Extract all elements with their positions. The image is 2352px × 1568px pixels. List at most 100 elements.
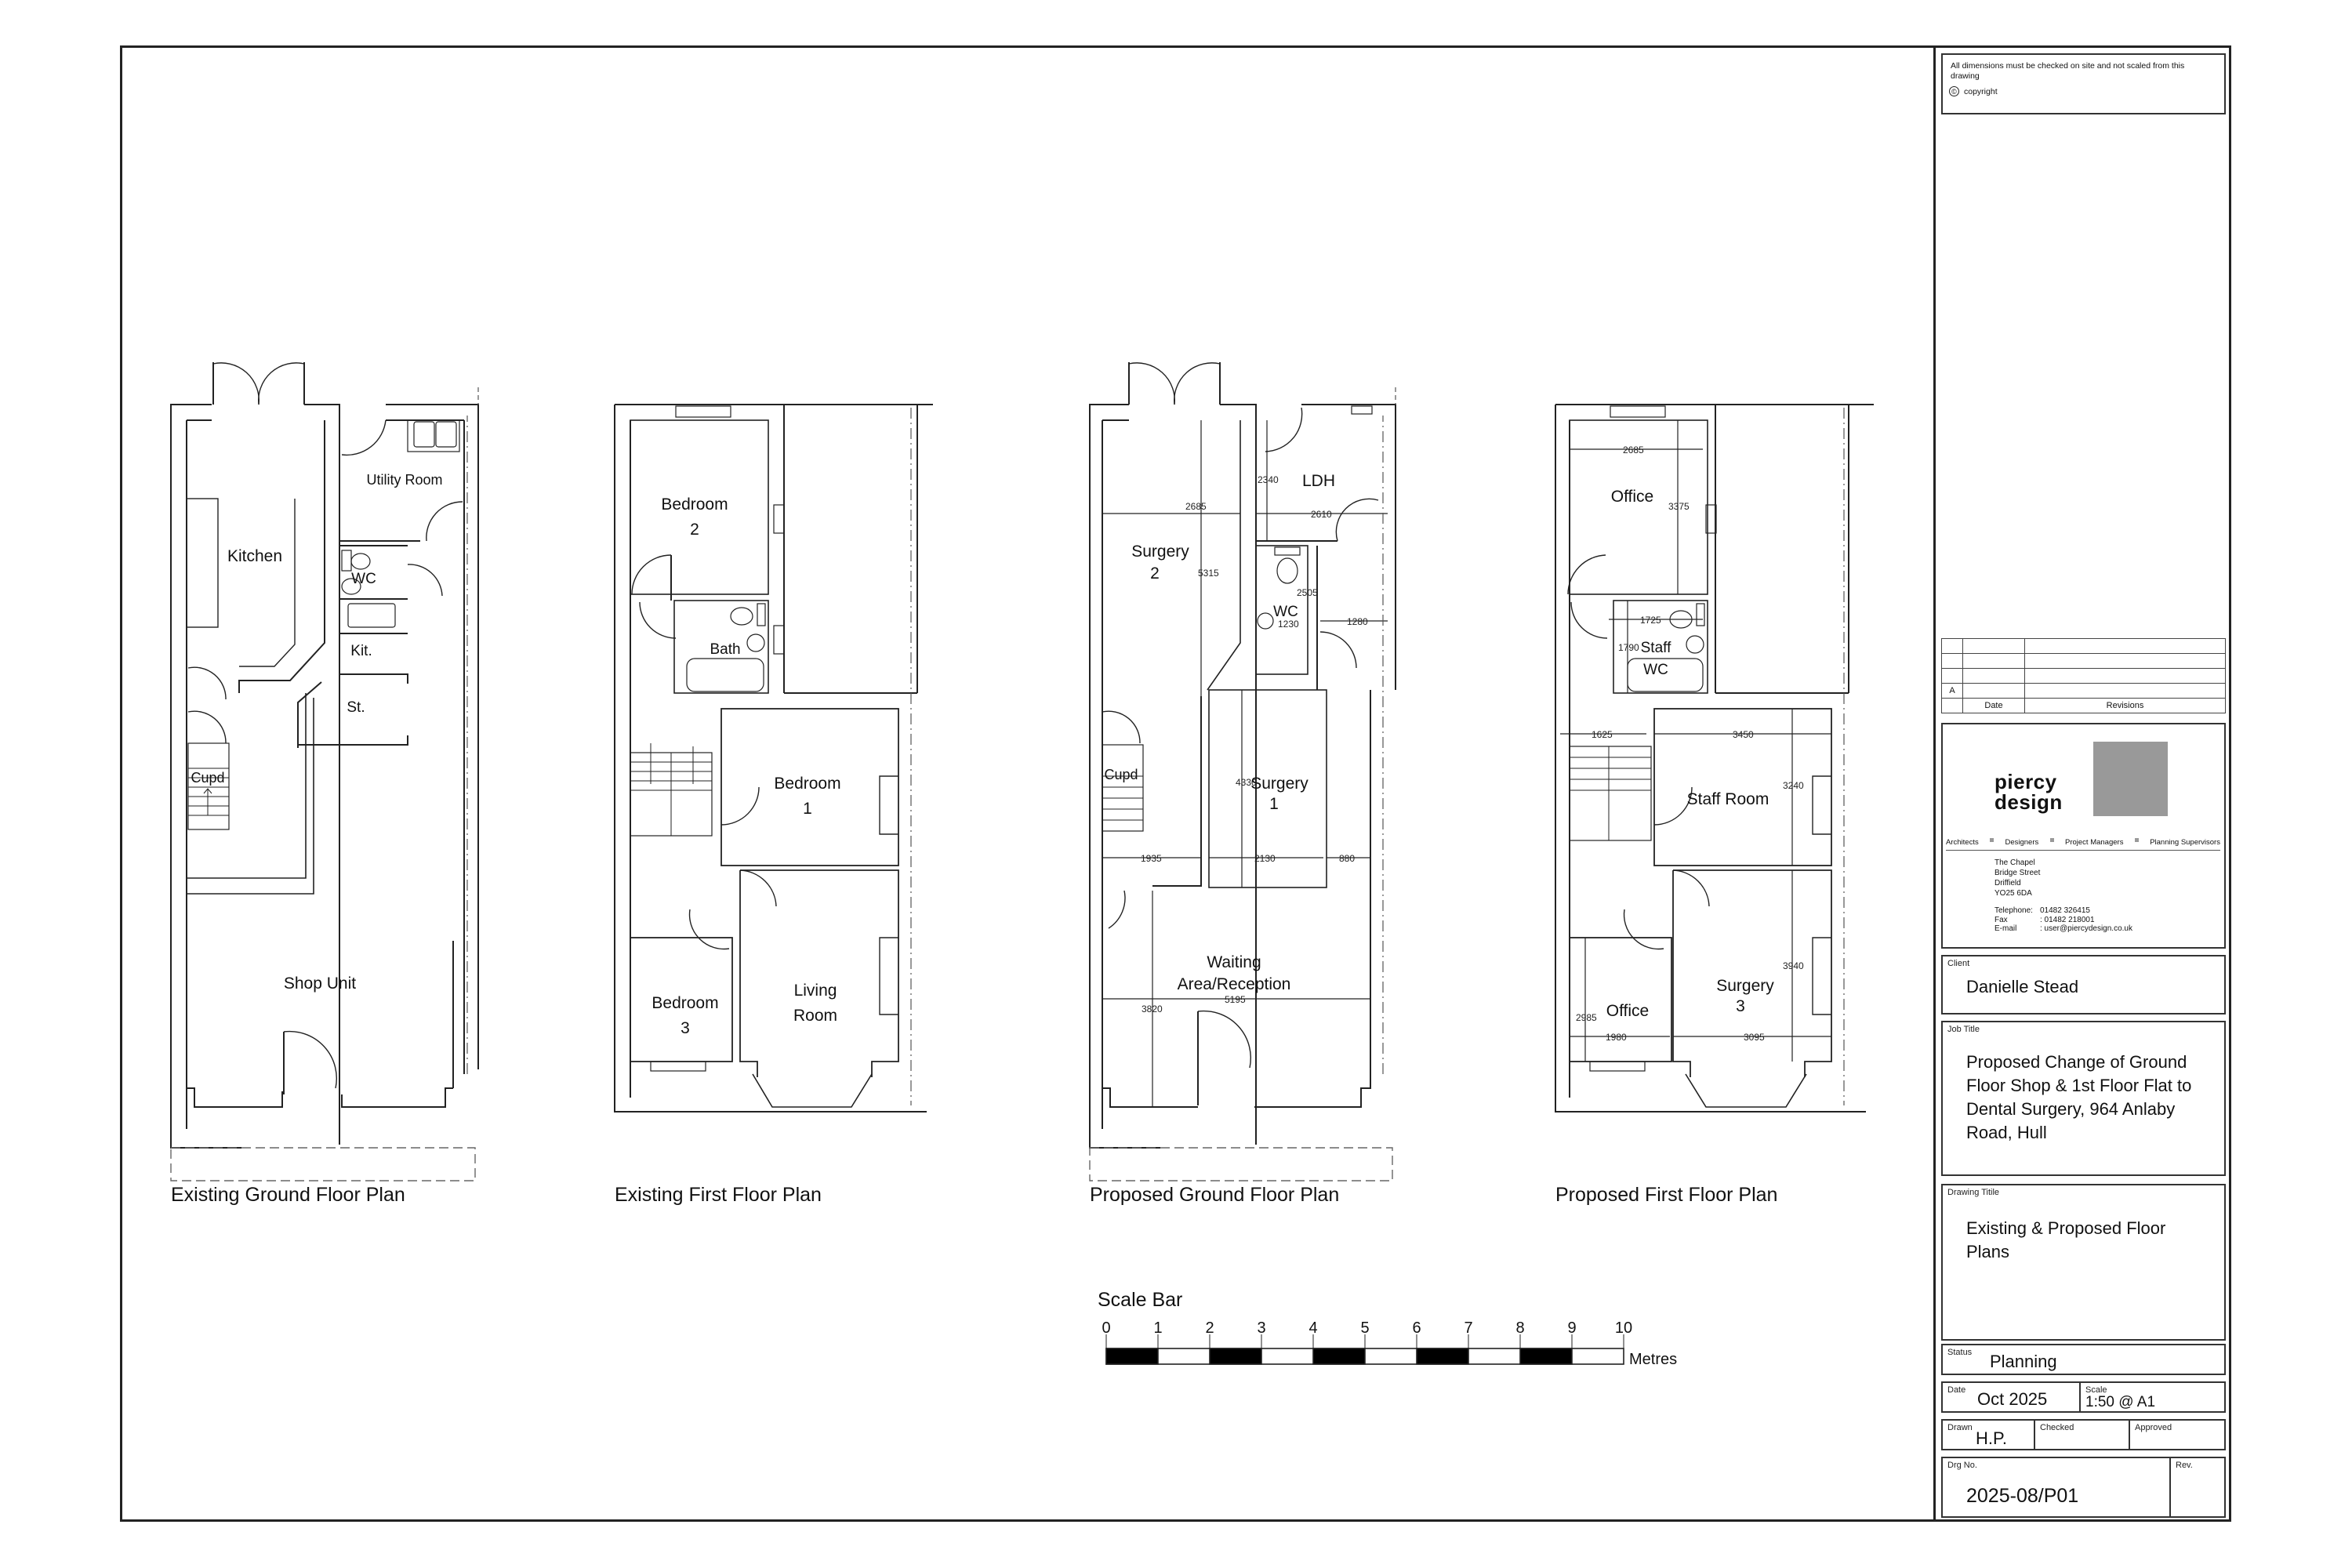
- scale-bar: [1105, 1334, 1624, 1365]
- rev-date-cell: [1962, 638, 2025, 654]
- dim-2685: 2685: [1185, 501, 1207, 512]
- revision-label: Rev.: [2176, 1461, 2193, 1470]
- scale-tick-label: 3: [1257, 1319, 1265, 1337]
- dim-4330: 4330: [1236, 777, 1257, 788]
- address-line: The Chapel: [1994, 858, 2035, 867]
- dim-2985: 2985: [1576, 1012, 1597, 1023]
- dim-880: 880: [1339, 853, 1355, 864]
- dim-2685: 2685: [1623, 445, 1644, 456]
- job-title-label: Job Title: [1947, 1025, 1980, 1034]
- scale-label: Scale: [2085, 1385, 2107, 1395]
- scale-tick-label: 10: [1615, 1319, 1632, 1337]
- scale-bar-labels: 0 1 2 3 4 5 6 7 8 9 10 Metres: [1102, 1319, 1677, 1368]
- bullet-square-icon: [2049, 838, 2054, 842]
- room-label-living-room-2: Room: [793, 1007, 837, 1025]
- room-label-staff-room: Staff Room: [1687, 790, 1769, 808]
- email-label: E-mail: [1994, 924, 2017, 933]
- title-block-divider: [1933, 45, 1936, 1522]
- telephone-label: Telephone:: [1994, 906, 2033, 915]
- scale-unit-label: Metres: [1629, 1351, 1677, 1368]
- plan-title-proposed-ground: Proposed Ground Floor Plan: [1090, 1184, 1340, 1206]
- scale-tick-label: 0: [1102, 1319, 1110, 1337]
- dim-1790: 1790: [1618, 642, 1639, 653]
- existing-first-floor-plan: [614, 404, 933, 1112]
- client-value: Danielle Stead: [1966, 977, 2079, 996]
- revision-box: Rev.: [2169, 1457, 2226, 1518]
- room-label-cupboard: Cupd: [191, 770, 224, 786]
- dim-5195: 5195: [1225, 994, 1246, 1005]
- service-architects: Architects: [1946, 838, 1979, 847]
- copyright-line: © copyright: [1949, 86, 1998, 96]
- dim-3820: 3820: [1142, 1004, 1163, 1014]
- room-label-surgery-3: Surgery: [1716, 977, 1774, 995]
- room-label-ldh: LDH: [1302, 472, 1335, 490]
- scale-tick-label: 2: [1205, 1319, 1214, 1337]
- company-name-line2: design: [1994, 790, 2063, 814]
- telephone-value: 01482 326415: [2040, 906, 2090, 915]
- job-title-value: Proposed Change of Ground Floor Shop & 1…: [1966, 1052, 2192, 1142]
- room-label-surgery-3-number: 3: [1736, 997, 1745, 1015]
- scale-tick-label: 4: [1308, 1319, 1317, 1337]
- service-designers: Designers: [2005, 838, 2039, 847]
- rev-desc-cell: [2024, 653, 2226, 669]
- room-label-utility-room: Utility Room: [366, 472, 442, 488]
- room-label-surgery-2-number: 2: [1150, 564, 1160, 583]
- rev-cell: [1941, 653, 1963, 669]
- notes-box: All dimensions must be checked on site a…: [1941, 53, 2226, 114]
- status-label: Status: [1947, 1348, 1973, 1357]
- checked-label: Checked: [2040, 1423, 2074, 1432]
- company-address: The Chapel Bridge Street Driffield YO25 …: [1994, 858, 2040, 898]
- job-title-box: Job Title Proposed Change of Ground Floo…: [1941, 1021, 2226, 1176]
- service-project-managers: Project Managers: [2065, 838, 2124, 847]
- room-label-reception: Area/Reception: [1178, 975, 1291, 993]
- existing-ground-floor-plan: [170, 362, 479, 1181]
- room-label-office: Office: [1611, 488, 1653, 506]
- room-label-bedroom-2: Bedroom: [661, 495, 728, 514]
- revision-row: [1941, 668, 2226, 684]
- checked-box: Checked: [2034, 1419, 2130, 1450]
- bullet-square-icon: [1990, 838, 1994, 842]
- company-logo-text: piercy design: [1994, 771, 2063, 812]
- room-label-bedroom-1: Bedroom: [774, 775, 840, 793]
- dim-2505: 2505: [1297, 587, 1318, 598]
- bullet-square-icon: [2134, 838, 2139, 842]
- room-label-bedroom-2-number: 2: [690, 521, 699, 539]
- scale-tick-label: 8: [1515, 1319, 1524, 1337]
- company-name-line1: piercy: [1994, 770, 2057, 793]
- company-services: Architects Designers Project Managers Pl…: [1946, 838, 2220, 851]
- approved-label: Approved: [2135, 1423, 2172, 1432]
- room-label-bedroom-3: Bedroom: [652, 994, 718, 1012]
- rev-cell: [1941, 668, 1963, 684]
- rev-date-cell: [1962, 668, 2025, 684]
- rev-desc-cell: [2024, 638, 2226, 654]
- room-label-bath: Bath: [710, 641, 740, 658]
- rev-header-revisions: Revisions: [2024, 698, 2226, 713]
- dim-2130: 2130: [1254, 853, 1276, 864]
- revision-row: A: [1941, 683, 2226, 699]
- scale-tick-label: 9: [1567, 1319, 1576, 1337]
- dim-3095: 3095: [1744, 1032, 1765, 1043]
- scale-tick-label: 7: [1464, 1319, 1472, 1337]
- room-label-kit: Kit.: [350, 643, 372, 659]
- rev-desc-cell: [2024, 668, 2226, 684]
- revision-row: [1941, 653, 2226, 669]
- rev-desc-cell: [2024, 683, 2226, 699]
- address-line: YO25 6DA: [1994, 889, 2032, 898]
- drawing-number-value: 2025-08/P01: [1966, 1485, 2079, 1507]
- date-label: Date: [1947, 1385, 1966, 1395]
- copyright-icon: ©: [1949, 86, 1959, 96]
- room-label-staff-wc: Staff: [1641, 640, 1671, 656]
- email-value: : user@piercydesign.co.uk: [2040, 924, 2132, 933]
- service-planning-supervisors: Planning Supervisors: [2150, 838, 2220, 847]
- drawn-value: H.P.: [1976, 1428, 2007, 1448]
- fax-value: : 01482 218001: [2040, 915, 2095, 924]
- rev-header-date: Date: [1962, 698, 2025, 713]
- drawing-number-box: Drg No. 2025-08/P01: [1941, 1457, 2171, 1518]
- room-label-cupboard: Cupd: [1104, 767, 1138, 782]
- notes-text: All dimensions must be checked on site a…: [1951, 61, 2185, 81]
- dim-3375: 3375: [1668, 501, 1690, 512]
- room-label-bedroom-1-number: 1: [803, 800, 812, 818]
- plan-title-existing-ground: Existing Ground Floor Plan: [171, 1184, 405, 1206]
- rev-cell: [1941, 638, 1963, 654]
- company-box: piercy design Architects Designers Proje…: [1941, 723, 2226, 949]
